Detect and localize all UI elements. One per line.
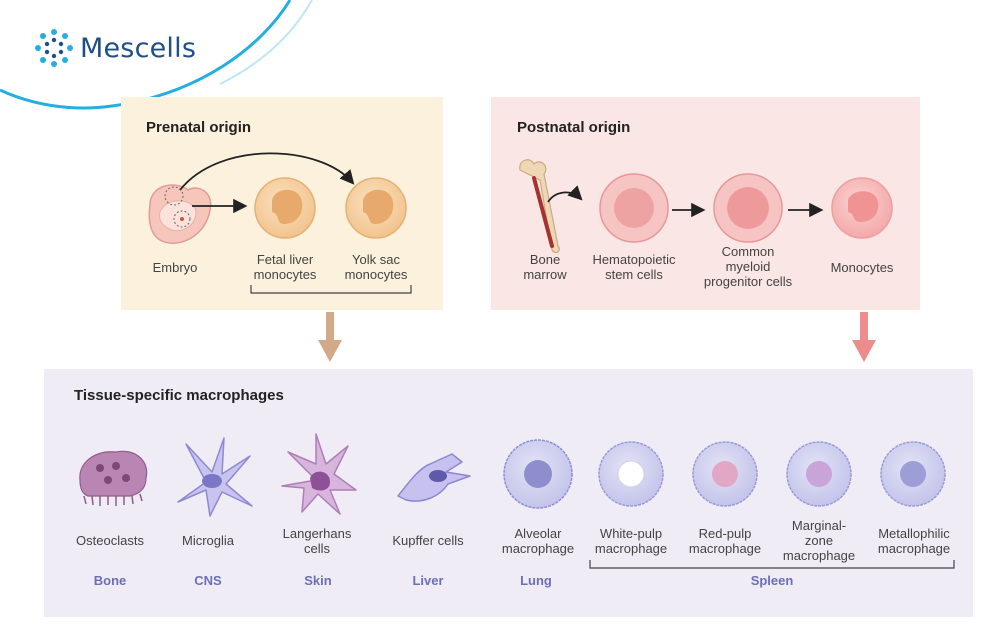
prenatal-origin-title: Prenatal origin [146,119,252,136]
metallophilic-macrophage-icon [880,441,946,507]
cell-label: Alveolar macrophage [501,526,575,556]
brand-logo[interactable]: Mescells [34,28,196,68]
category-spleen: Spleen [750,573,794,588]
langerhans-cell-icon [281,433,357,515]
category-liver: Liver [412,573,444,588]
brand-name: Mescells [80,32,197,64]
cmp-label: Common myeloid progenitor cells [703,244,793,289]
category-skin: Skin [304,573,332,588]
marginal-zone-macrophage-icon [786,441,852,507]
osteoclast-icon [79,450,148,506]
bone-marrow-icon [519,159,560,254]
embryo-icon [148,184,212,244]
embryo-to-yolk-arrow [179,152,355,191]
cell-label: Red-pulp macrophage [688,526,762,556]
category-cns: CNS [194,573,222,588]
cell-label: Microglia [181,533,234,548]
cell-label: Langerhans cells [282,526,352,556]
microglia-icon [177,437,253,517]
embryo-label: Embryo [152,260,198,275]
white-pulp-macrophage-icon [598,441,664,507]
yolk-sac-label: Yolk sac monocytes [344,252,408,282]
prenatal-bracket [250,285,412,294]
tissue-macrophages-title: Tissue-specific macrophages [74,387,284,404]
alveolar-macrophage-icon [503,439,573,509]
yolk-sac-monocyte-icon [345,177,407,239]
cell-label: White-pulp macrophage [594,526,668,556]
kupffer-cell-icon [397,453,471,502]
category-lung: Lung [520,573,552,588]
fetal-liver-label: Fetal liver monocytes [253,252,317,282]
monocytes-label: Monocytes [830,260,894,275]
bone-to-hsc-arrow [547,185,583,203]
red-pulp-macrophage-icon [692,441,758,507]
spleen-bracket [589,560,955,569]
fetal-liver-monocyte-icon [254,177,316,239]
cell-label: Marginal- zone macrophage [782,518,856,563]
postnatal-origin-title: Postnatal origin [517,119,631,136]
category-bone: Bone [93,573,127,588]
prenatal-down-arrow [318,312,342,362]
mescells-logo-icon [35,29,73,67]
cmp-icon [713,173,783,243]
cell-label: Osteoclasts [76,533,144,548]
postnatal-down-arrow [852,312,876,362]
cell-label: Kupffer cells [392,533,464,548]
cell-label: Metallophilic macrophage [877,526,951,556]
monocyte-icon [831,177,893,239]
hsc-icon [599,173,669,243]
hsc-label: Hematopoietic stem cells [592,252,676,282]
bone-marrow-label: Bone marrow [523,252,567,282]
